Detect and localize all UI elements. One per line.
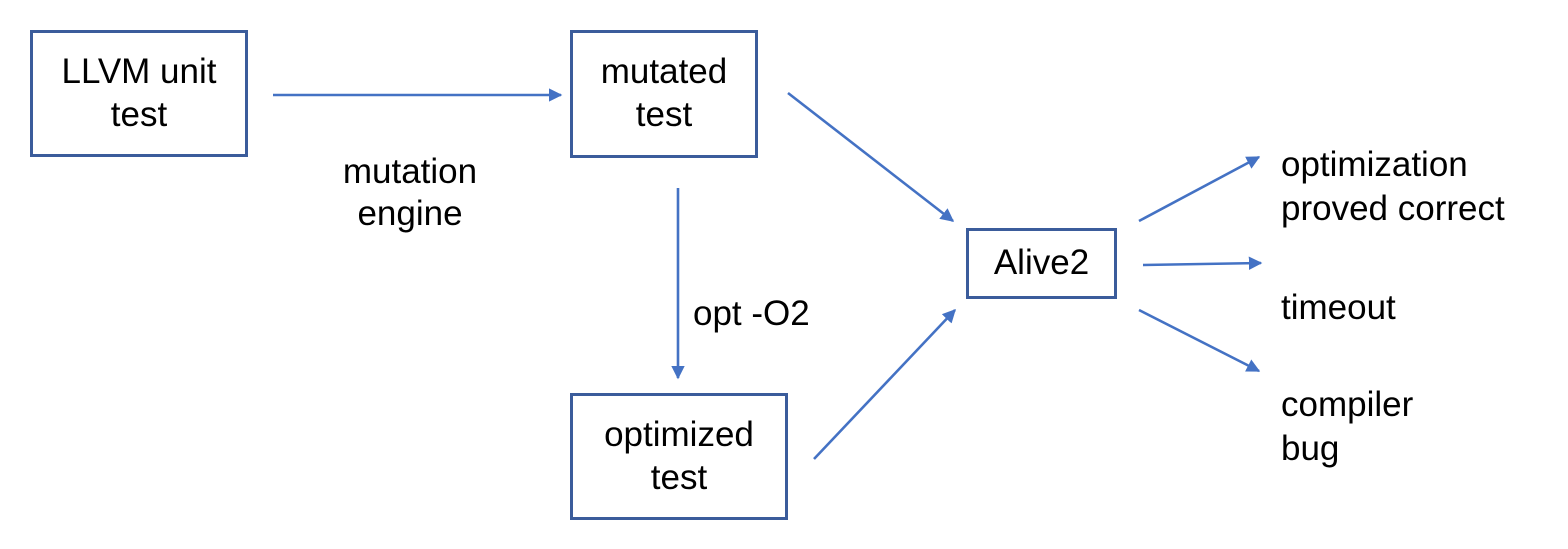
node-llvm-unit-test[interactable]: LLVM unit test [30, 30, 248, 157]
arrow-alive2-to-proved-correct [1138, 155, 1261, 223]
outcome-optimization-proved-correct: optimization proved correct [1281, 100, 1568, 230]
outcome-optimization-proved-correct-text: optimization proved correct [1281, 145, 1505, 228]
outcome-timeout: timeout [1281, 243, 1541, 330]
edge-label-opt-o2: opt -O2 [693, 250, 853, 335]
edge-label-mutation-engine-text: mutation engine [342, 151, 478, 234]
arrow-alive2-to-compiler-bug [1138, 308, 1261, 373]
outcome-compiler-bug: compiler bug [1281, 340, 1541, 470]
node-alive2[interactable]: Alive2 [966, 228, 1117, 299]
node-mutated-test[interactable]: mutated test [570, 30, 758, 158]
outcome-compiler-bug-text: compiler bug [1281, 385, 1414, 468]
node-optimized-test[interactable]: optimized test [570, 393, 788, 520]
node-alive2-label: Alive2 [993, 243, 1090, 283]
arrow-alive2-to-timeout [1142, 256, 1263, 270]
edge-label-opt-o2-text: opt -O2 [693, 293, 810, 333]
node-mutated-test-label: mutated test [600, 52, 728, 134]
node-optimized-test-label: optimized test [604, 414, 754, 497]
arrow-mutated-to-alive2 [787, 91, 955, 223]
node-llvm-unit-test-label: LLVM unit test [61, 51, 217, 134]
edge-label-mutation-engine: mutation engine [300, 108, 520, 236]
outcome-timeout-text: timeout [1281, 288, 1396, 328]
